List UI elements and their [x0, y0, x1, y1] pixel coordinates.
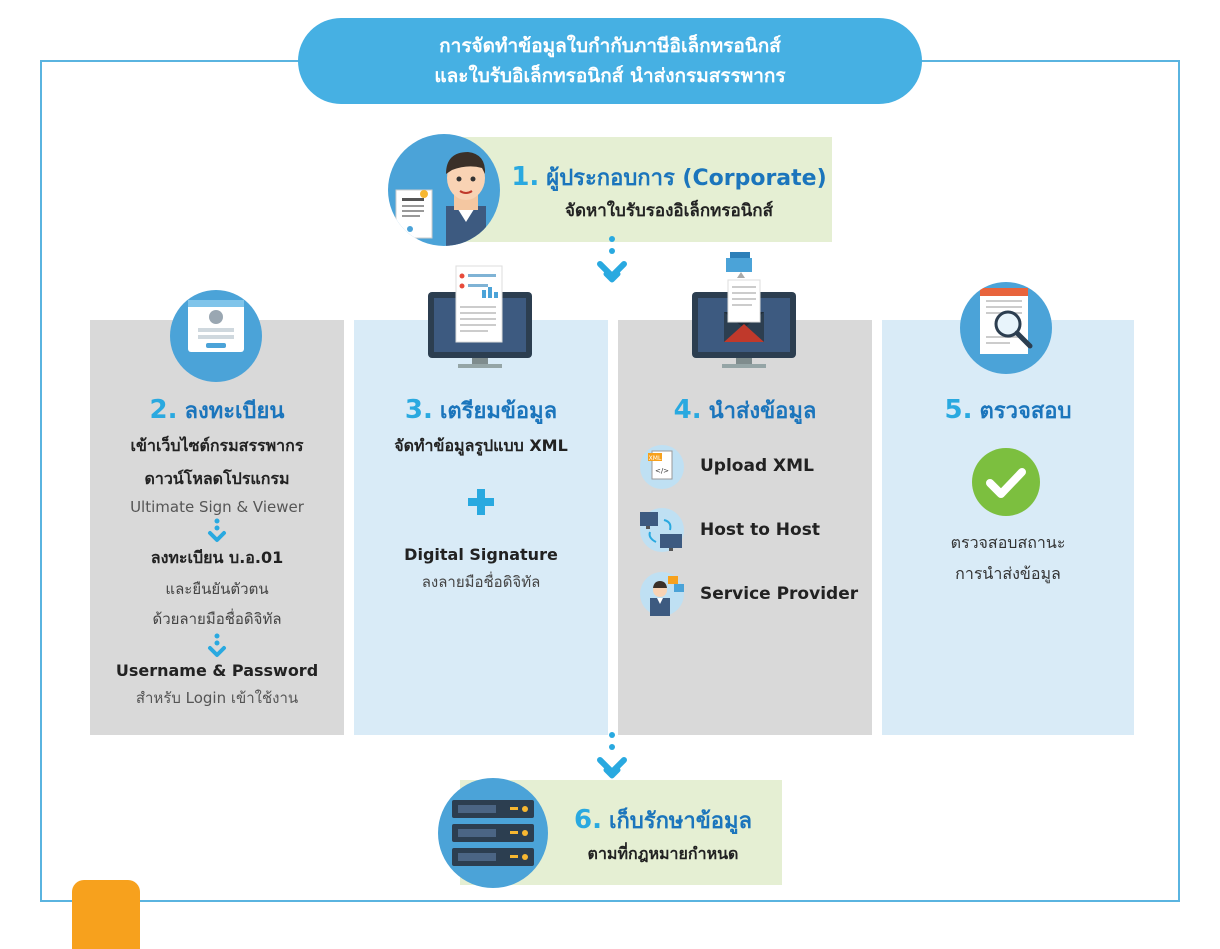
- header-line-1: การจัดทำข้อมูลใบกำกับภาษีอิเล็กทรอนิกส์: [439, 35, 781, 57]
- step3-text: 3. เตรียมข้อมูล จัดทำข้อมูลรูปแบบ XML: [354, 393, 608, 459]
- host-to-host-icon: [638, 508, 684, 552]
- step5-number: 5.: [944, 395, 973, 425]
- chevron-down-icon: [597, 261, 627, 283]
- step3-signature-text: Digital Signature ลงลายมือชื่อดิจิทัล: [354, 545, 608, 594]
- server-rack-icon: [438, 778, 548, 888]
- step5-desc: ตรวจสอบสถานะ การนำส่งข้อมูล: [882, 531, 1134, 587]
- step6-title: เก็บรักษาข้อมูล: [608, 809, 752, 834]
- step3-column: [354, 320, 608, 735]
- step2-line5: และยืนยันตัวตน: [165, 580, 269, 598]
- step2-line3: Ultimate Sign & Viewer: [130, 498, 304, 516]
- step2-title: ลงทะเบียน: [184, 399, 285, 424]
- step6-desc: ตามที่กฎหมายกำหนด: [587, 844, 739, 863]
- registration-form-icon: [170, 290, 262, 382]
- chevron-down-icon: [597, 757, 627, 779]
- orange-corner-tab: [72, 880, 140, 949]
- step5-title: ตรวจสอบ: [979, 399, 1072, 424]
- step2-text: 2. ลงทะเบียน เข้าเว็บไซต์กรมสรรพากร ดาวน…: [90, 393, 344, 710]
- step3-line3: ลงลายมือชื่อดิจิทัล: [421, 573, 541, 591]
- step4-title: นำส่งข้อมูล: [708, 399, 817, 424]
- checkmark-icon: [972, 448, 1040, 516]
- xml-file-icon: XML </>: [640, 445, 684, 489]
- step2-line6: ด้วยลายมือชื่อดิจิทัล: [152, 610, 282, 628]
- step3-line1: จัดทำข้อมูลรูปแบบ XML: [394, 436, 568, 455]
- step1-desc: จัดหาใบรับรองอิเล็กทรอนิกส์: [565, 201, 773, 221]
- step2-line8: สำหรับ Login เข้าใช้งาน: [135, 689, 299, 707]
- step5-text: 5. ตรวจสอบ: [882, 393, 1134, 428]
- corporate-person-icon: [388, 134, 500, 246]
- document-monitor-icon: [428, 265, 532, 368]
- step1-number: 1.: [511, 162, 540, 192]
- method-host-to-host: Host to Host: [700, 520, 820, 540]
- step2-line2: ดาวน์โหลดโปรแกรม: [144, 469, 290, 488]
- connector-dot: [609, 732, 615, 738]
- xml-badge: XML: [649, 455, 662, 462]
- step5-column: [882, 320, 1134, 735]
- step3-title: เตรียมข้อมูล: [439, 399, 558, 424]
- step4-number: 4.: [673, 395, 702, 425]
- step1-box: [460, 137, 832, 242]
- email-monitor-icon: [692, 252, 796, 368]
- method-service-provider: Service Provider: [700, 584, 859, 604]
- step2-line4: ลงทะเบียน บ.อ.01: [150, 548, 284, 567]
- plus-icon: [468, 489, 494, 515]
- header-line-2: และใบรับอิเล็กทรอนิกส์ นำส่งกรมสรรพากร: [434, 65, 786, 87]
- arrow-down-icon: [208, 633, 226, 657]
- step3-line2: Digital Signature: [404, 545, 558, 564]
- step1-title: ผู้ประกอบการ (Corporate): [546, 166, 827, 191]
- step5-line2: การนำส่งข้อมูล: [955, 564, 1061, 583]
- connector-dot: [609, 744, 615, 750]
- diagram-header: การจัดทำข้อมูลใบกำกับภาษีอิเล็กทรอนิกส์ …: [298, 18, 922, 104]
- method-upload-xml: Upload XML: [700, 456, 814, 476]
- step5-line1: ตรวจสอบสถานะ: [950, 533, 1066, 552]
- step2-line7: Username & Password: [115, 661, 319, 680]
- step4-text: 4. นำส่งข้อมูล: [618, 393, 872, 428]
- step1-text: 1. ผู้ประกอบการ (Corporate) จัดหาใบรับรอ…: [510, 160, 828, 224]
- connector-dot: [609, 236, 615, 242]
- step2-line1: เข้าเว็บไซต์กรมสรรพากร: [130, 436, 304, 455]
- svg-text:</>: </>: [655, 467, 669, 475]
- step6-text: 6. เก็บรักษาข้อมูล ตามที่กฎหมายกำหนด: [548, 803, 778, 867]
- arrow-down-icon: [208, 518, 226, 542]
- connector-dot: [609, 248, 615, 254]
- step2-number: 2.: [149, 395, 178, 425]
- step3-number: 3.: [404, 395, 433, 425]
- service-provider-icon: [640, 572, 684, 616]
- document-search-icon: [960, 282, 1052, 374]
- step6-number: 6.: [573, 805, 602, 835]
